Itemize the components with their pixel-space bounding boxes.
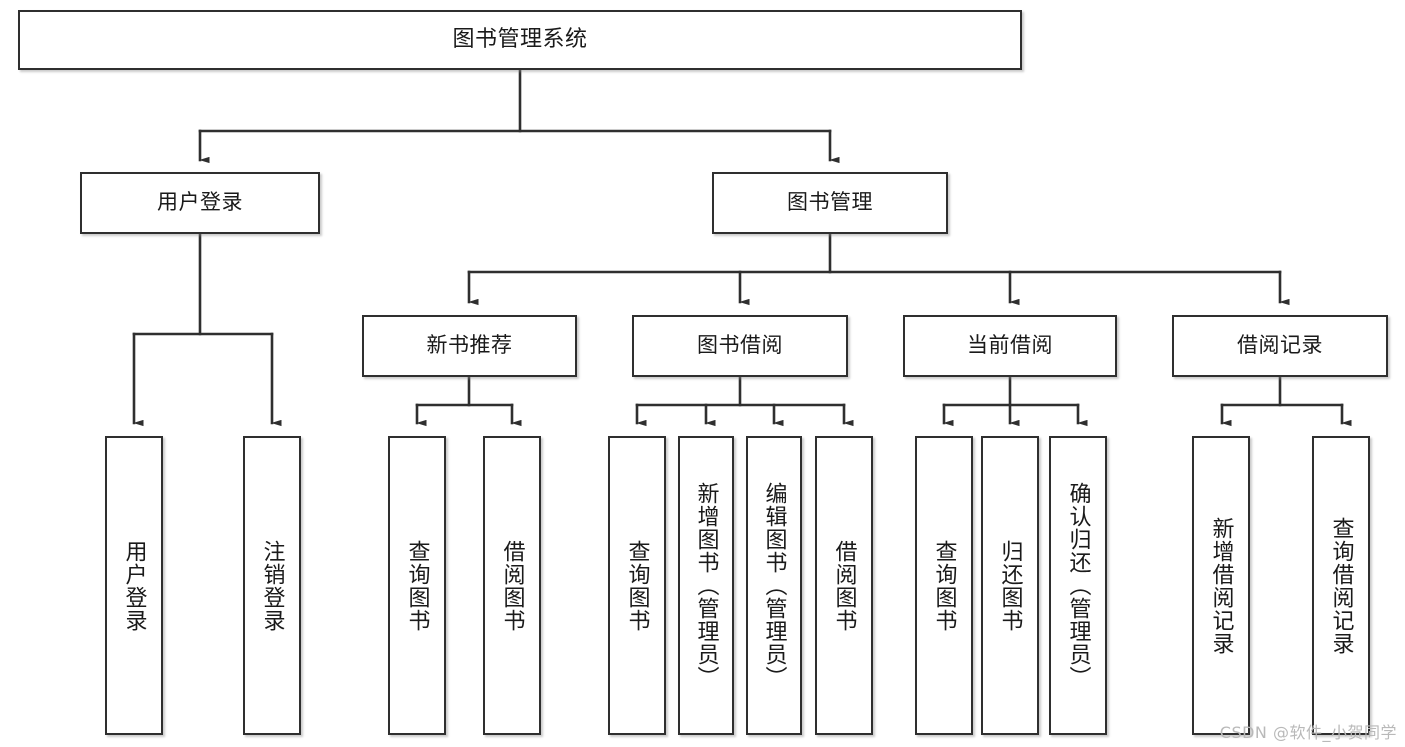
node-label: 新书推荐 [426,333,513,358]
node-label: 图书管理 [787,190,873,215]
leaf-query-book-current[interactable]: 查询图书 [915,436,973,735]
node-label: 查询图书 [931,539,957,632]
node-user-login[interactable]: 用户登录 [80,172,320,234]
node-label: 新增借阅记录 [1208,516,1234,655]
node-root-system[interactable]: 图书管理系统 [18,10,1022,70]
node-book-management[interactable]: 图书管理 [712,172,948,234]
node-label: 新增图书（管理员） [693,482,719,689]
node-label: 图书借阅 [697,333,783,358]
leaf-query-borrow-record[interactable]: 查询借阅记录 [1312,436,1370,735]
node-label: 归还图书 [997,539,1023,632]
node-label: 图书管理系统 [452,26,588,52]
leaf-add-borrow-record[interactable]: 新增借阅记录 [1192,436,1250,735]
node-label: 用户登录 [121,539,147,632]
leaf-query-book-borrow[interactable]: 查询图书 [608,436,666,735]
leaf-add-book-admin[interactable]: 新增图书（管理员） [678,436,734,735]
node-label: 借阅图书 [831,539,857,632]
node-label: 借阅图书 [499,539,525,632]
csdn-watermark: CSDN @软件_小贺同学 [1219,723,1397,742]
node-current-borrow[interactable]: 当前借阅 [903,315,1117,377]
leaf-confirm-return-admin[interactable]: 确认归还（管理员） [1049,436,1107,735]
node-new-book-recommendation[interactable]: 新书推荐 [362,315,577,377]
node-label: 确认归还（管理员） [1065,482,1091,689]
node-label: 查询借阅记录 [1328,516,1354,655]
leaf-user-login[interactable]: 用户登录 [105,436,163,735]
node-book-borrow[interactable]: 图书借阅 [632,315,848,377]
leaf-return-book[interactable]: 归还图书 [981,436,1039,735]
node-label: 查询图书 [404,539,430,632]
leaf-query-book-recommendation[interactable]: 查询图书 [388,436,446,735]
leaf-borrow-book-recommendation[interactable]: 借阅图书 [483,436,541,735]
node-borrow-record[interactable]: 借阅记录 [1172,315,1388,377]
node-label: 注销登录 [259,539,285,632]
node-label: 查询图书 [624,539,650,632]
node-label: 用户登录 [157,190,243,215]
leaf-borrow-book[interactable]: 借阅图书 [815,436,873,735]
leaf-user-logout[interactable]: 注销登录 [243,436,301,735]
node-label: 编辑图书（管理员） [761,482,787,689]
node-label: 借阅记录 [1237,333,1323,358]
node-label: 当前借阅 [967,333,1053,358]
leaf-edit-book-admin[interactable]: 编辑图书（管理员） [746,436,802,735]
